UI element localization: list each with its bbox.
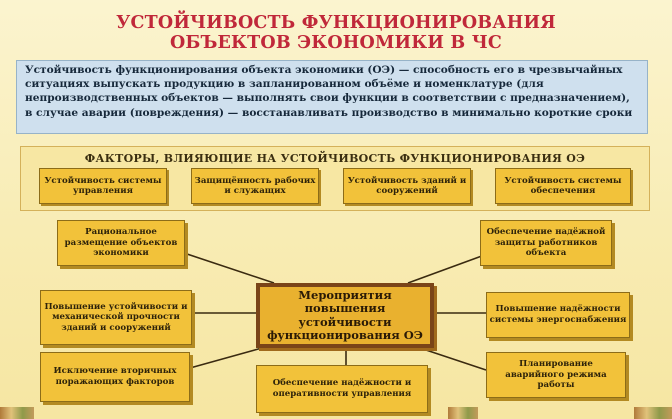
definition-box: Устойчивость функционирования объекта эк…	[16, 60, 648, 134]
connector-bottom-right	[419, 347, 487, 371]
factor-supply-system: Устойчивость системы обеспечения	[495, 168, 631, 204]
measure-mid-left: Повышение устойчивости и механической пр…	[40, 290, 192, 345]
measure-bottom-center: Обеспечение надёжности и оперативности у…	[256, 365, 428, 413]
decorative-photo-strip-left	[0, 407, 34, 419]
measure-bottom-left: Исключение вторичных поражающих факторов	[40, 352, 190, 402]
factors-heading: ФАКТОРЫ, ВЛИЯЮЩИЕ НА УСТОЙЧИВОСТЬ ФУНКЦИ…	[84, 152, 586, 165]
measure-bottom-right: Планирование аварийного режима работы	[486, 352, 626, 398]
decorative-photo-strip-middle	[448, 407, 478, 419]
title-line-2: ОБЪЕКТОВ ЭКОНОМИКИ В ЧС	[169, 33, 503, 53]
measure-top-left: Рациональное размещение объектов экономи…	[57, 220, 185, 266]
factors-panel: ФАКТОРЫ, ВЛИЯЮЩИЕ НА УСТОЙЧИВОСТЬ ФУНКЦИ…	[20, 146, 650, 211]
factor-control-system: Устойчивость системы управления	[39, 168, 167, 204]
factor-worker-protection: Защищённость рабочих и служащих	[191, 168, 319, 204]
decorative-photo-strip-right	[634, 407, 672, 419]
measure-mid-right: Повышение надёжности системы энергоснабж…	[486, 292, 630, 338]
connector-bottom-left	[189, 347, 263, 369]
measure-top-right: Обеспечение надёжной защиты работников о…	[480, 220, 612, 266]
central-measures-box: Мероприятия повышения устойчивости функц…	[256, 283, 434, 348]
factor-buildings: Устойчивость зданий и сооружений	[343, 168, 471, 204]
title-line-1: УСТОЙЧИВОСТЬ ФУНКЦИОНИРОВАНИЯ	[116, 13, 556, 33]
